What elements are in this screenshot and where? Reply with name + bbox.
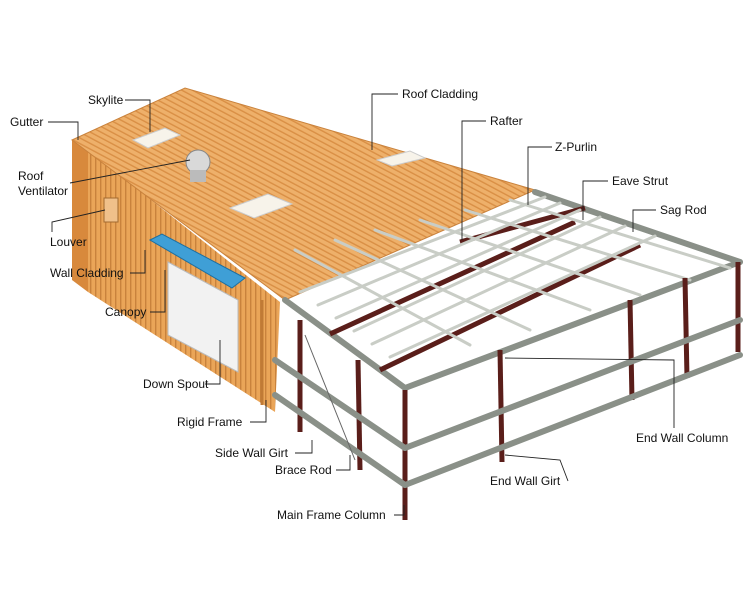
label-rigid-frame: Rigid Frame [177, 415, 243, 429]
label-skylite: Skylite [88, 93, 124, 107]
skylite [228, 193, 294, 219]
label-sag-rod: Sag Rod [660, 203, 707, 217]
label-eave-strut: Eave Strut [612, 174, 669, 188]
columns-and-girts [272, 262, 743, 520]
roof-frame [282, 189, 743, 391]
door-opening [167, 261, 239, 373]
label-end-wall-column: End Wall Column [636, 431, 728, 445]
label-down-spout: Down Spout [143, 377, 209, 391]
skylite [131, 127, 182, 149]
label-roof-cladding: Roof Cladding [402, 87, 478, 101]
canopy [148, 233, 246, 289]
leader-lines [48, 93, 675, 516]
label-canopy: Canopy [105, 305, 146, 319]
label-rafter: Rafter [490, 114, 523, 128]
label-main-frame-column: Main Frame Column [277, 508, 386, 522]
label-wall-cladding: Wall Cladding [50, 266, 124, 280]
label-brace-rod: Brace Rod [275, 463, 332, 477]
skylite [375, 150, 427, 167]
label-gutter: Gutter [10, 115, 43, 129]
label-roof-ventilator-line1: Roof [18, 169, 44, 183]
label-side-wall-girt: Side Wall Girt [215, 446, 289, 460]
label-roof-ventilator-line2: Ventilator [18, 184, 68, 198]
label-louver: Louver [50, 235, 87, 249]
roof-ventilator-base [190, 170, 206, 182]
label-end-wall-girt: End Wall Girt [490, 474, 561, 488]
louver [103, 197, 119, 223]
label-z-purlin: Z-Purlin [555, 140, 597, 154]
